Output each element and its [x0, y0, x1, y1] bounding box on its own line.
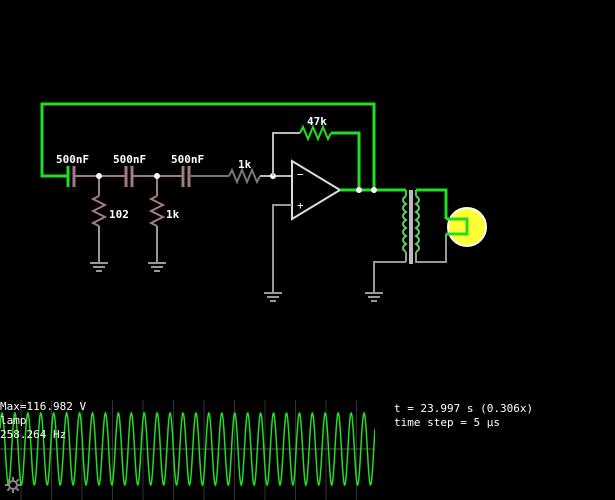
ground-icon	[264, 292, 282, 302]
scope-frequency-label: 258.264 Hz	[0, 428, 67, 441]
junction-dot	[154, 173, 160, 179]
capacitor-2-label: 500nF	[113, 153, 146, 166]
opamp-plus-label: +	[297, 199, 304, 212]
scope-name-label: lamp	[0, 414, 27, 427]
ground-icon	[90, 262, 108, 272]
resistor-shunt-2-label: 1k	[166, 208, 180, 221]
capacitor-1[interactable]: 500nF	[56, 153, 89, 187]
circuit-schematic[interactable]: 500nF 500nF 500nF 102	[0, 0, 615, 400]
opamp[interactable]: − +	[272, 159, 406, 292]
transformer[interactable]	[373, 188, 448, 292]
resistor-shunt-2[interactable]: 1k	[148, 176, 180, 262]
resistor-input-label: 1k	[238, 158, 252, 171]
lamp[interactable]	[446, 207, 487, 247]
capacitor-3-label: 500nF	[171, 153, 204, 166]
scope-max-label: Max=116.982 V	[0, 400, 87, 413]
opamp-minus-label: −	[297, 168, 304, 181]
scope-trace	[0, 411, 375, 487]
sim-time: t = 23.997 s (0.306x)	[394, 402, 534, 415]
resistor-shunt-1-label: 102	[109, 208, 129, 221]
resistor-shunt-1[interactable]: 102	[90, 176, 129, 262]
junction-dot	[96, 173, 102, 179]
capacitor-3[interactable]: 500nF	[171, 153, 204, 187]
feedback-loop-wire[interactable]	[40, 102, 376, 190]
ground-icon	[148, 262, 166, 272]
scope-panel[interactable]: Max=116.982 V lamp 258.264 Hz	[0, 400, 375, 500]
junction-dot	[356, 187, 362, 193]
junction-dot	[371, 187, 377, 193]
scope-waveform	[0, 400, 375, 500]
resistor-input[interactable]: 1k	[228, 158, 292, 185]
capacitor-1-label: 500nF	[56, 153, 89, 166]
sim-info: t = 23.997 s (0.306x) time step = 5 µs	[394, 402, 533, 430]
gear-icon[interactable]	[4, 476, 22, 494]
ground-icon	[365, 292, 383, 302]
resistor-feedback-label: 47k	[307, 115, 327, 128]
resistor-feedback[interactable]: 47k	[272, 115, 361, 190]
capacitor-2[interactable]: 500nF	[113, 153, 146, 187]
sim-time-step: time step = 5 µs	[394, 416, 500, 429]
